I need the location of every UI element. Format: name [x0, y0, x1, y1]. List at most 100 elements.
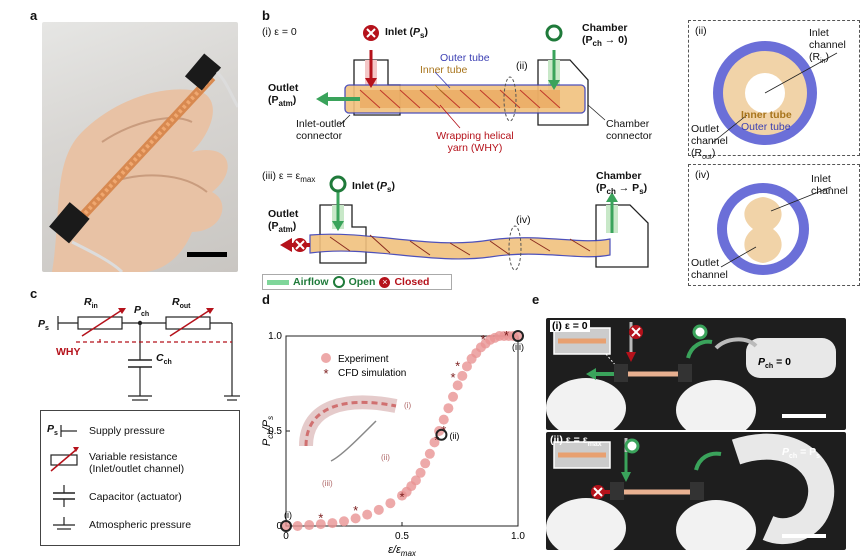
x-axis-label: ε/εmax: [388, 544, 417, 556]
c-rin: Rin: [84, 296, 98, 311]
legend-supply-pressure: Supply pressure: [89, 425, 165, 437]
cs-iv-label: (iv): [695, 169, 710, 181]
y-tick-label: 1.0: [268, 331, 282, 342]
cs-iv-inlet-channel: Inlet channel: [811, 173, 848, 197]
y-tick-label: 0.5: [268, 426, 282, 437]
circuit-diagram: [57, 308, 240, 401]
inset-label: (i): [404, 401, 411, 410]
experiment-point: [429, 437, 440, 448]
state-marker-label: (i): [284, 510, 292, 520]
b-why-label: Wrapping helical yarn (WHY): [436, 130, 514, 154]
b-chamber-label: Chamber(Pch → 0): [582, 22, 628, 49]
x-tick-label: 0.5: [395, 531, 409, 542]
x-tick-label: 0: [283, 531, 289, 542]
legend-closed: Closed: [394, 276, 430, 288]
b-inlet-outlet-connector-label: Inlet-outlet connector: [296, 118, 346, 142]
experiment-point: [362, 509, 373, 520]
experiment-point: [461, 361, 472, 372]
b-iii-inlet-label: Inlet (Ps): [352, 180, 395, 195]
cs-iv-outlet-channel: Outlet channel: [691, 257, 728, 281]
experiment-point: [424, 448, 435, 459]
b-inner-tube-label: Inner tube: [420, 64, 468, 76]
circuit-legend: Ps Supply pressure Variable resistance (…: [40, 410, 240, 546]
experiment-point: [410, 475, 421, 486]
experiment-point: [350, 513, 361, 524]
open-icon: [332, 276, 345, 288]
panel-label-e: e: [532, 292, 540, 307]
y-axis-label: Pch/Ps: [261, 416, 275, 446]
experiment-point: [327, 518, 338, 529]
legend-experiment-marker: [321, 353, 331, 363]
b-i-label: (i) ε = 0: [262, 26, 297, 38]
cfd-point: *: [353, 503, 358, 518]
photo-e-ii-drawing: [546, 433, 835, 550]
b-outer-tube-label: Outer tube: [440, 52, 490, 64]
panel-label-c: c: [30, 286, 38, 301]
panel-label-d: d: [262, 292, 270, 307]
experiment-point: [513, 331, 523, 341]
experiment-point: [420, 458, 431, 469]
c-why: WHY: [56, 346, 81, 358]
b-iv-mark: (iv): [516, 214, 531, 226]
cs-ii-label: (ii): [695, 25, 707, 37]
cfd-point: *: [318, 510, 323, 525]
hand-illustration: [49, 53, 238, 272]
inset-arrow: [330, 420, 377, 462]
experiment-point: [339, 516, 349, 527]
inset-actuator-stripe: [304, 400, 397, 447]
state-marker-label: (iii): [512, 342, 524, 352]
experiment-point: [457, 370, 468, 381]
b-inlet-label: Inlet (Ps): [385, 26, 428, 41]
experiment-point: [415, 467, 426, 478]
legend-capacitor: Capacitor (actuator): [89, 491, 182, 503]
cross-section-ii: (ii) Inlet channel(Rin) Inner tube Outer…: [688, 20, 860, 161]
b-i-schematic: [316, 24, 606, 129]
cs-ii-drawing: [711, 41, 838, 145]
legend-channel: (Inlet/outlet channel): [89, 463, 185, 475]
b-outlet-label: Outlet(Patm): [268, 82, 299, 109]
experiment-point: [443, 403, 454, 414]
legend-cfd-label: CFD simulation: [338, 368, 406, 379]
cs-iv-drawing: [717, 183, 832, 275]
e-ii-pch: Pch = Ps: [782, 446, 821, 461]
photo-e-i: (i) ε = 0 Pch = 0: [546, 318, 846, 430]
b-iii-label: (iii) ε = εmax: [262, 170, 316, 185]
e-ii-label: (ii) ε = εmax: [550, 434, 602, 449]
chart-d: 000.50.51.01.0ε/εmaxPch/Ps(i)(ii)(iii)**…: [261, 328, 525, 556]
c-pch: Pch: [134, 304, 150, 319]
cfd-point: *: [481, 332, 486, 347]
x-tick-label: 1.0: [511, 531, 525, 542]
photo-e-i-drawing: [546, 322, 836, 430]
experiment-point: [448, 391, 459, 402]
experiment-point: [281, 521, 291, 531]
state-marker-label: (ii): [449, 431, 459, 441]
device-photo: [42, 22, 238, 272]
cs-ii-outlet-channel: Outlet channel (Rout): [691, 123, 728, 162]
state-marker: [435, 428, 448, 441]
legend-experiment-label: Experiment: [338, 354, 389, 365]
cfd-point: *: [504, 328, 509, 343]
panel-label-a: a: [30, 8, 38, 23]
panel-label-b: b: [262, 8, 270, 23]
experiment-point: [373, 504, 384, 515]
b-iii-outlet-label: Outlet(Patm): [268, 208, 299, 235]
legend-ps-symbol: Ps: [47, 423, 58, 438]
photo-e-ii: (ii) ε = εmax Pch = Ps: [546, 432, 846, 550]
legend-cfd-marker: *: [323, 366, 328, 381]
b-ii-mark: (ii): [516, 60, 528, 72]
inset-label: (iii): [322, 479, 333, 488]
experiment-point: [304, 520, 315, 531]
cross-section-iv: (iv) Inlet channel Outlet channel: [688, 164, 860, 286]
experiment-point: [385, 498, 396, 509]
closed-icon: ×: [379, 276, 391, 288]
c-cch: Cch: [156, 352, 172, 367]
legend-variable-resistance: Variable resistance: [89, 451, 178, 463]
state-marker: [280, 520, 292, 532]
c-rout: Rout: [172, 296, 191, 311]
e-i-label: (i) ε = 0: [550, 320, 590, 332]
experiment-point: [452, 380, 463, 391]
experiment-point: [315, 519, 326, 530]
b-iii-schematic: [280, 175, 649, 271]
legend-open: Open: [348, 276, 376, 288]
b-chamber-connector-label: Chamber connector: [606, 118, 653, 142]
